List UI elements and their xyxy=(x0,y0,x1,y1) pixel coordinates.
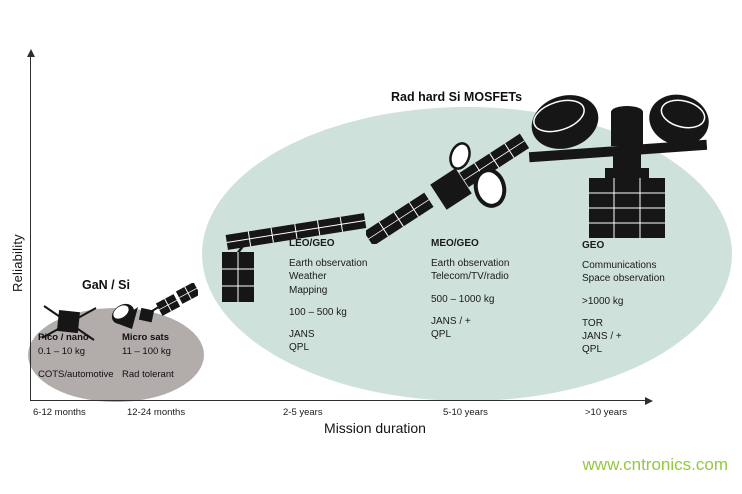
segment-title: MEO/GEO xyxy=(431,238,479,249)
segment-mass: 100 – 500 kg xyxy=(289,306,347,318)
meo-geo-info-block: MEO/GEO Earth observation Telecom/TV/rad… xyxy=(431,237,553,341)
x-tick-label: 6-12 months xyxy=(33,407,86,418)
pico-nano-satellite-icon xyxy=(41,305,97,341)
y-axis-arrow-icon xyxy=(27,49,35,57)
segment-qualification: JANS / + QPL xyxy=(431,315,471,340)
rad-hard-group-label: Rad hard Si MOSFETs xyxy=(391,90,523,104)
x-tick-label: 5-10 years xyxy=(443,407,488,418)
segment-mass: 500 – 1000 kg xyxy=(431,293,495,305)
pico-nano-info-block: Pico / nano 0.1 – 10 kg COTS/automotive xyxy=(38,331,120,381)
segment-mass: 11 – 100 kg xyxy=(122,345,171,357)
x-tick-label: 12-24 months xyxy=(127,407,186,418)
leo-geo-info-block: LEO/GEO Earth observation Weather Mappin… xyxy=(289,237,411,354)
segment-mass: 0.1 – 10 kg xyxy=(38,345,86,357)
segment-mass: >1000 kg xyxy=(582,295,624,307)
micro-sats-info-block: Micro sats 11 – 100 kg Rad tolerant xyxy=(122,331,204,381)
x-axis-line xyxy=(30,400,646,401)
segment-applications: Communications Space observation xyxy=(582,260,665,285)
watermark-text: www.cntronics.com xyxy=(582,455,728,474)
gan-si-region-ellipse xyxy=(28,308,204,402)
leo-satellite-icon xyxy=(222,213,367,302)
segment-applications: Earth observation Weather Mapping xyxy=(289,258,368,296)
segment-grade: Rad tolerant xyxy=(122,368,174,380)
segment-qualification: TOR JANS / + QPL xyxy=(582,317,622,356)
y-axis-line xyxy=(30,57,31,401)
segment-qualification: JANS QPL xyxy=(289,328,315,354)
segment-title: LEO/GEO xyxy=(289,238,335,249)
x-tick-label: 2-5 years xyxy=(283,407,323,418)
meo-satellite-icon xyxy=(366,133,530,244)
segment-applications: Earth observation Telecom/TV/radio xyxy=(431,258,510,283)
y-axis-label: Reliability xyxy=(10,234,25,292)
gan-si-group-label: GaN / Si xyxy=(82,278,130,292)
segment-title: GEO xyxy=(582,240,605,251)
segment-title: Micro sats xyxy=(122,332,169,343)
x-tick-label: >10 years xyxy=(585,407,627,418)
geo-info-block: GEO Communications Space observation >10… xyxy=(582,239,704,356)
micro-satellite-icon xyxy=(111,283,198,329)
x-axis-label: Mission duration xyxy=(324,420,426,436)
segment-grade: COTS/automotive xyxy=(38,368,114,380)
x-axis-arrow-icon xyxy=(645,397,653,405)
segment-title: Pico / nano xyxy=(38,332,89,343)
geo-satellite-icon xyxy=(528,94,709,238)
